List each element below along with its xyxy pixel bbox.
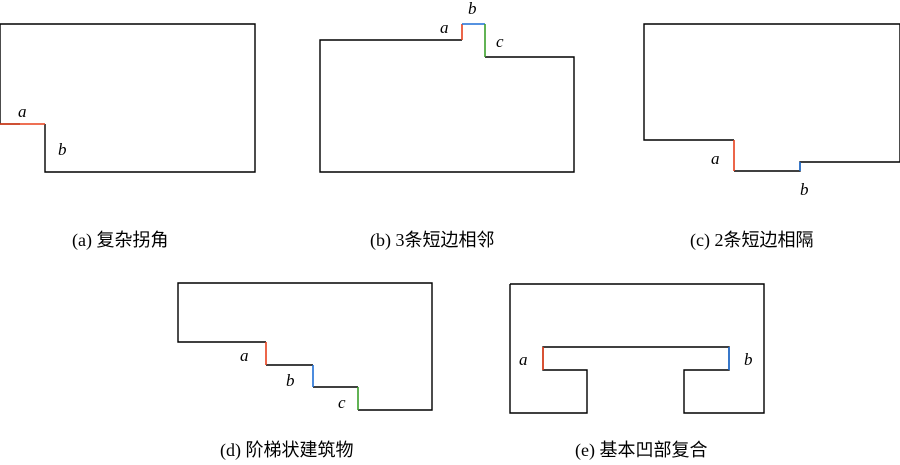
panel-a: a b (a) 复杂拐角: [0, 23, 256, 251]
label-a-a: a: [18, 102, 27, 121]
label-b-c: c: [496, 32, 504, 51]
building-outline-a: [0, 23, 256, 173]
label-d-c: c: [338, 393, 346, 412]
label-e-a: a: [519, 350, 528, 369]
label-b-a: a: [440, 18, 449, 37]
caption-a: (a) 复杂拐角: [72, 230, 168, 251]
label-c-b: b: [800, 180, 809, 199]
caption-b: (b) 3条短边相邻: [370, 230, 495, 251]
label-e-b: b: [744, 350, 753, 369]
label-a-b: b: [58, 140, 67, 159]
label-d-a: a: [240, 346, 249, 365]
caption-c: (c) 2条短边相隔: [690, 230, 813, 251]
panel-d: a b c (d) 阶梯状建筑物: [177, 282, 433, 461]
building-outline-e: [509, 283, 765, 414]
building-outline-b: [319, 39, 575, 173]
caption-e: (e) 基本凹部复合: [575, 440, 707, 461]
caption-d: (d) 阶梯状建筑物: [220, 440, 354, 461]
label-b-b: b: [468, 0, 477, 18]
building-outline-d: [177, 282, 433, 411]
label-d-b: b: [286, 371, 295, 390]
panel-e: a b (e) 基本凹部复合: [509, 283, 765, 461]
panel-b: a b c (b) 3条短边相邻: [319, 0, 575, 251]
building-outline-c: [643, 23, 900, 172]
label-c-a: a: [711, 149, 720, 168]
panel-c: a b (c) 2条短边相隔: [643, 23, 900, 251]
